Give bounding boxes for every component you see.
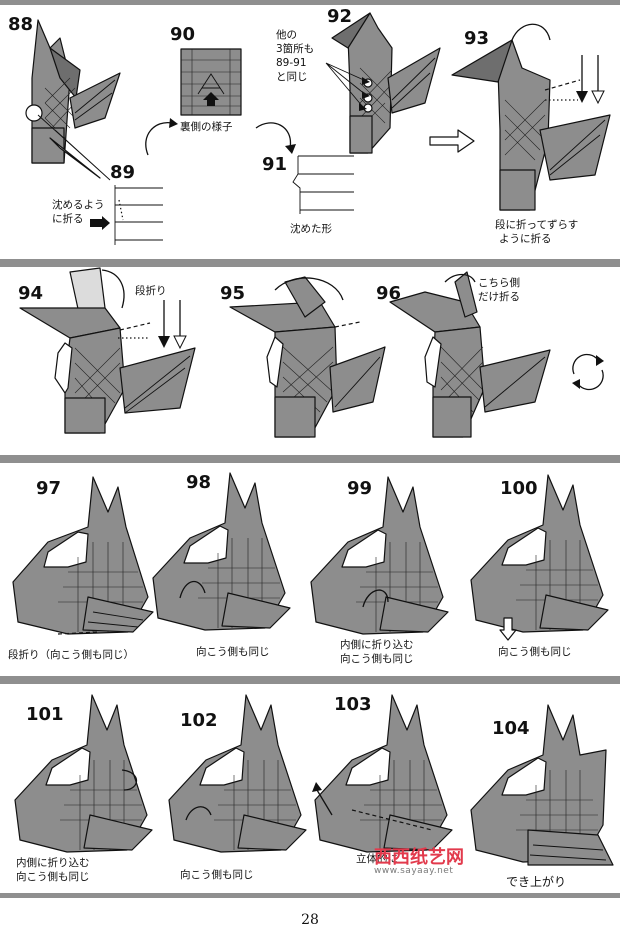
valley-mountain-arrows-94 [158,300,187,350]
caption-93-line1: 段に折ってずらす [495,219,579,231]
figure-98 [150,468,300,633]
step-number-103: 103 [334,694,372,715]
figure-94 [10,267,200,448]
caption-96-line2: だけ折る [478,291,520,303]
rotate-icon [572,353,604,391]
top-band [0,0,620,5]
pointer-arrows-92 [325,62,370,111]
figure-103 [312,690,462,855]
caption-90: 裏側の様子 [180,121,233,133]
caption-101: 内側に折り込む 向こう側も同じ [16,856,90,884]
valley-mountain-arrows-93 [576,55,605,105]
watermark-logo: 西西纸艺网 [374,847,464,868]
figure-102 [166,690,316,855]
separator-band-2 [0,455,620,463]
caption-92-line2: 3箇所も [276,43,315,55]
caption-92-line3: 89-91 [276,57,307,69]
caption-96: こちら側 だけ折る [478,276,520,304]
caption-92-line4: と同じ [276,71,308,83]
caption-103: 立体的に [356,853,398,865]
figure-88 [20,18,130,179]
caption-92: 他の 3箇所も 89-91 と同じ [276,28,314,84]
step-number-92: 92 [327,6,353,27]
caption-93-line2: ように折る [499,233,552,245]
bottom-band [0,893,620,898]
caption-93: 段に折ってずらす ように折る [495,218,578,246]
step-number-104: 104 [492,718,530,739]
figure-96 [385,271,555,447]
step-number-90: 90 [170,24,196,45]
caption-101-line1: 内側に折り込む [16,857,90,869]
figure-92 [330,8,445,158]
caption-104: でき上がり [506,875,567,889]
figure-93 [450,20,620,220]
figure-100 [468,470,618,641]
turn-back-arrow-icon [255,122,296,154]
step-number-98: 98 [186,472,212,493]
caption-96-line1: こちら側 [478,277,520,289]
next-step-arrow-icon [429,129,475,153]
caption-99-line1: 内側に折り込む [340,639,414,651]
zoom-lines-88 [37,114,111,181]
step-number-99: 99 [347,478,373,499]
push-arrow-icon [90,216,110,230]
figure-99 [308,472,458,637]
page-number: 28 [301,912,319,928]
step-number-89: 89 [110,162,136,183]
caption-89: 沈めるよう に折る [52,198,105,226]
caption-94: 段折り [135,285,167,297]
step-number-94: 94 [18,283,44,304]
caption-89-line2: に折る [52,213,84,225]
step-number-96: 96 [376,283,402,304]
step-number-88: 88 [8,14,34,35]
figure-95 [225,272,390,447]
caption-101-line2: 向こう側も同じ [16,871,90,883]
caption-97: 段折り（向こう側も同じ） [8,649,134,661]
turn-over-arrow-icon [145,118,178,156]
caption-100: 向こう側も同じ [498,646,572,658]
step-number-101: 101 [26,704,64,725]
figure-89 [105,180,165,250]
separator-band-1 [0,259,620,267]
figure-101 [12,690,162,855]
separator-band-3 [0,676,620,684]
caption-89-line1: 沈めるよう [52,199,105,211]
figure-90 [180,48,242,116]
caption-98: 向こう側も同じ [196,646,270,658]
caption-102: 向こう側も同じ [180,869,254,881]
caption-91: 沈めた形 [290,223,332,235]
step-number-95: 95 [220,283,246,304]
figure-104 [468,700,618,870]
step-number-102: 102 [180,710,218,731]
step-number-97: 97 [36,478,62,499]
caption-92-line1: 他の [276,29,297,41]
figure-91 [288,152,358,222]
caption-99: 内側に折り込む 向こう側も同じ [340,638,414,666]
figure-97 [8,472,163,637]
step-number-100: 100 [500,478,538,499]
step-number-91: 91 [262,154,288,175]
watermark-url: www.sayaay.net [374,866,454,876]
caption-99-line2: 向こう側も同じ [340,653,414,665]
step-number-93: 93 [464,28,490,49]
